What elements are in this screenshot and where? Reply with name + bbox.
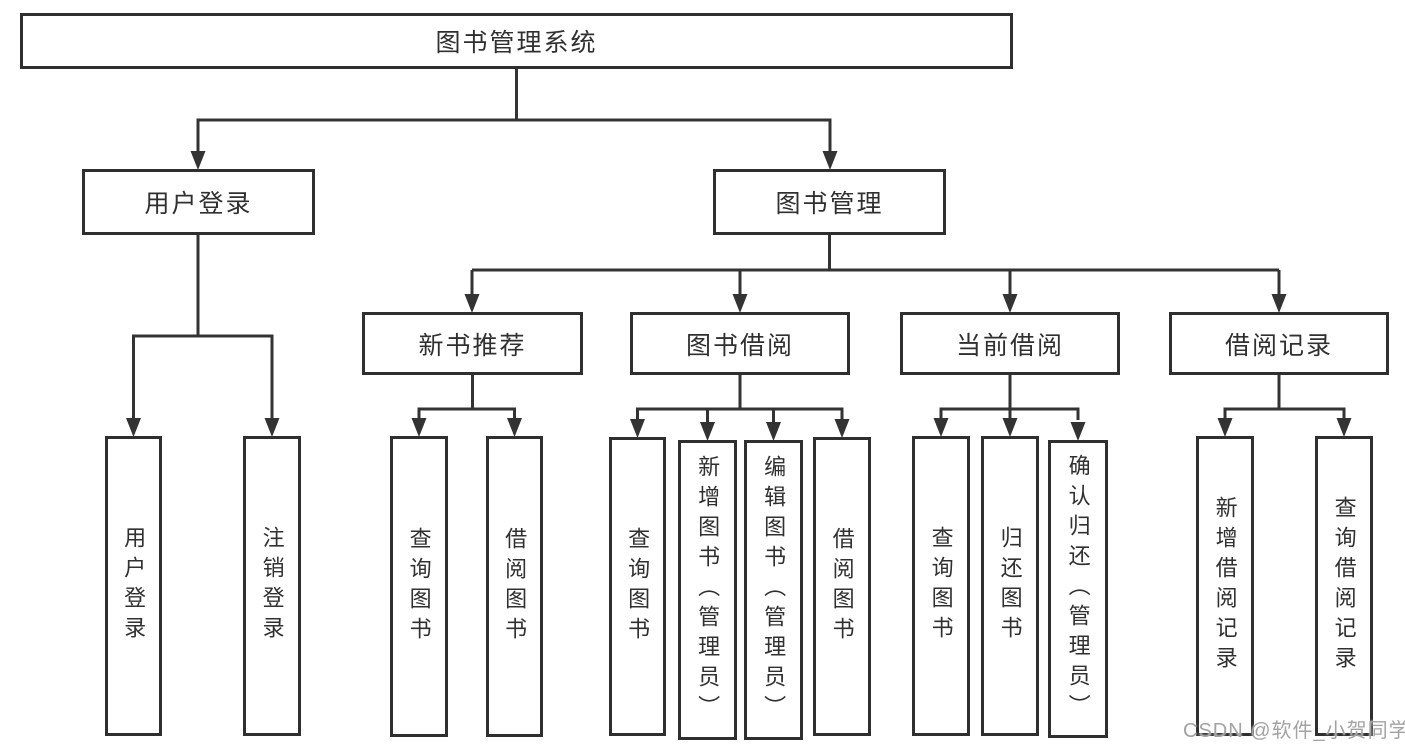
node-root: 图书管理系统 [20,13,1013,69]
leaf-current-confirm-return-admin-label: 确认归还（管理员） [1065,454,1091,724]
leaf-borrow-query-books-label: 查询图书 [625,526,651,647]
leaf-borrow-query-books: 查询图书 [609,437,666,736]
arrow-down-icon [507,418,522,437]
connector-borrow-records [1217,375,1352,437]
arrow-down-icon [1070,422,1086,441]
leaf-current-return-books: 归还图书 [981,436,1039,736]
leaf-recommend-query-books: 查询图书 [390,436,448,737]
node-borrow-records-label: 借阅记录 [1224,331,1333,360]
arrow-down-icon [190,151,206,170]
connector-book-manage [464,234,1287,313]
leaf-records-add-record: 新增借阅记录 [1196,436,1254,736]
leaf-current-confirm-return-admin: 确认归还（管理员） [1048,440,1108,738]
arrow-down-icon [766,422,781,441]
node-user-login: 用户登录 [82,169,315,235]
leaf-recommend-query-books-label: 查询图书 [406,526,432,647]
arrow-down-icon [834,419,850,438]
csdn-watermark: CSDN @软件_小贺同学 [1183,720,1405,742]
node-current-borrow-label: 当前借阅 [955,331,1064,360]
arrow-down-icon [411,418,427,437]
node-book-borrow: 图书借阅 [630,312,850,375]
leaf-user-login: 用户登录 [105,436,162,736]
arrow-down-icon [822,151,838,170]
node-new-book-recommend: 新书推荐 [362,312,583,375]
node-book-manage-label: 图书管理 [775,190,884,218]
connector-user-login [126,234,280,437]
leaf-borrow-edit-books-admin-label: 编辑图书（管理员） [761,455,787,725]
leaf-records-query-record: 查询借阅记录 [1315,436,1373,736]
connector-current-borrow [933,375,1086,441]
node-book-manage: 图书管理 [713,169,946,235]
node-root-label: 图书管理系统 [435,29,598,57]
leaf-recommend-borrow-books-label: 借阅图书 [502,526,528,647]
leaf-logout: 注销登录 [243,436,301,736]
connector-book-borrow [630,375,850,441]
leaf-borrow-borrow-books: 借阅图书 [813,437,871,736]
leaf-records-add-record-label: 新增借阅记录 [1212,496,1238,676]
node-user-login-label: 用户登录 [144,190,253,218]
node-new-book-recommend-label: 新书推荐 [418,331,527,360]
arrow-down-icon [732,294,748,313]
leaf-logout-label: 注销登录 [259,526,285,646]
arrow-down-icon [933,418,949,437]
leaf-current-return-books-label: 归还图书 [997,526,1023,646]
arrow-down-icon [1271,294,1287,313]
leaf-current-query-books: 查询图书 [912,436,970,736]
leaf-borrow-borrow-books-label: 借阅图书 [829,526,855,647]
node-book-borrow-label: 图书借阅 [685,331,794,360]
arrow-down-icon [1002,418,1018,437]
connector-new-book-recommend [411,375,522,437]
leaf-borrow-add-books-admin-label: 新增图书（管理员） [695,455,721,725]
arrow-down-icon [1002,294,1018,313]
arrow-down-icon [126,418,141,437]
leaf-user-login-label: 用户登录 [121,526,147,646]
arrow-down-icon [630,419,645,438]
node-current-borrow: 当前借阅 [900,312,1120,375]
leaf-borrow-edit-books-admin: 编辑图书（管理员） [744,440,803,740]
arrow-down-icon [1217,418,1233,437]
arrow-down-icon [464,294,480,313]
leaf-recommend-borrow-books: 借阅图书 [486,436,543,737]
arrow-down-icon [700,422,715,441]
leaf-records-query-record-label: 查询借阅记录 [1331,496,1357,676]
leaf-borrow-add-books-admin: 新增图书（管理员） [678,440,737,740]
leaf-current-query-books-label: 查询图书 [928,526,954,646]
arrow-down-icon [264,418,280,437]
connector-root [190,68,838,170]
node-borrow-records: 借阅记录 [1169,312,1389,375]
arrow-down-icon [1336,418,1352,437]
